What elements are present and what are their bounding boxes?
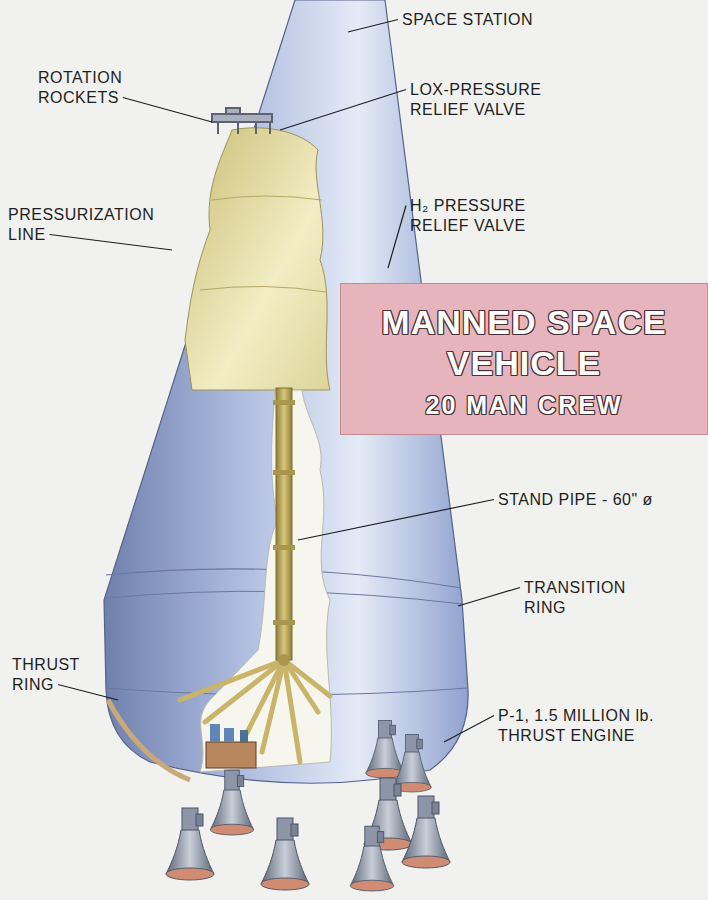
title-text: MANNED SPACE VEHICLE [353,302,695,384]
leader-line [280,90,406,131]
part-label: H₂ PRESSURE RELIEF VALVE [410,196,560,236]
leader-line [50,235,172,251]
part-label: STAND PIPE - 60" ø [498,490,653,510]
title-panel: MANNED SPACE VEHICLE 20 MAN CREW [340,283,708,435]
leader-line [348,20,398,33]
engine [364,778,412,850]
engine [366,720,404,778]
part-label: LOX-PRESSURE RELIEF VALVE [410,80,560,120]
pressurization-pipe [108,700,190,780]
lox-tank-cutaway [185,128,330,390]
leader-line [58,685,118,701]
part-label: THRUST RING [12,655,102,695]
crew-text: 20 MAN CREW [353,390,695,420]
rotation-rockets [212,108,272,134]
engine [350,826,393,891]
engine-cluster [166,720,450,891]
leader-line [444,716,494,743]
engine [393,734,431,792]
engine [210,770,253,835]
leader-line [458,588,520,607]
part-label: P-1, 1.5 MILLION lb. THRUST ENGINE [498,706,688,746]
part-label: TRANSITION RING [524,578,644,618]
tank-seam [200,196,326,292]
part-label: ROTATION ROCKETS [38,68,138,108]
engine [261,818,309,890]
part-label: PRESSURIZATION LINE [8,205,173,245]
engine [402,796,450,868]
leader-line [298,500,494,541]
leader-line [388,206,406,269]
part-label: SPACE STATION [402,10,533,30]
hydrogen-tank-cutaway [200,390,331,772]
engine [166,808,214,880]
stand-pipe [273,388,295,666]
leader-line [123,98,212,123]
equipment [206,724,256,768]
